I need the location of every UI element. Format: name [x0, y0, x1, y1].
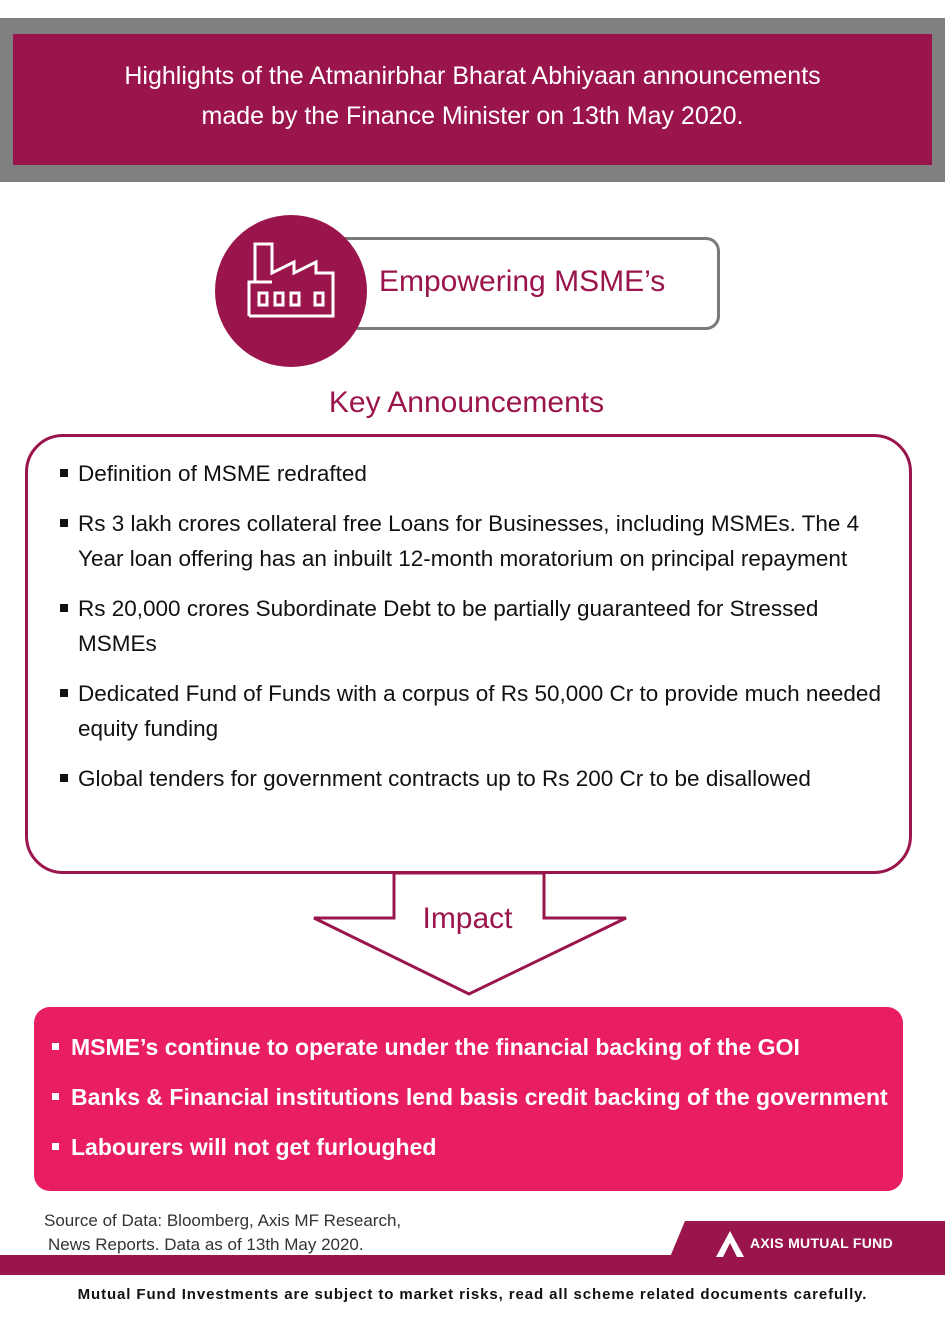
brand-band	[670, 1221, 945, 1257]
footer-stripe	[0, 1255, 945, 1275]
key-announcements-list: Definition of MSME redrafted Rs 3 lakh c…	[60, 456, 890, 811]
brand-name: AXIS MUTUAL FUND	[750, 1235, 893, 1251]
key-announcement-item: Dedicated Fund of Funds with a corpus of…	[60, 676, 890, 746]
source-line-1: Source of Data: Bloomberg, Axis MF Resea…	[44, 1211, 402, 1230]
section-icon-circle	[215, 215, 367, 367]
impact-item: Labourers will not get furloughed	[52, 1127, 902, 1167]
impact-list: MSME’s continue to operate under the fin…	[52, 1027, 902, 1177]
key-announcements-box	[25, 434, 912, 874]
key-announcement-item: Global tenders for government contracts …	[60, 761, 890, 796]
impact-item: MSME’s continue to operate under the fin…	[52, 1027, 902, 1067]
section-title-pill	[300, 237, 720, 330]
axis-logo-icon	[716, 1231, 744, 1257]
header-line-1: Highlights of the Atmanirbhar Bharat Abh…	[124, 62, 821, 90]
source-line-2: News Reports. Data as of 13th May 2020.	[48, 1235, 364, 1254]
header-line-2: made by the Finance Minister on 13th May…	[201, 102, 744, 130]
key-announcement-item: Definition of MSME redrafted	[60, 456, 890, 491]
disclaimer: Mutual Fund Investments are subject to m…	[77, 1286, 868, 1303]
key-announcement-item: Rs 3 lakh crores collateral free Loans f…	[60, 506, 890, 576]
impact-arrow	[313, 873, 627, 996]
factory-icon	[247, 242, 335, 318]
impact-box	[34, 1007, 903, 1191]
impact-title: Impact	[422, 902, 513, 935]
impact-item: Banks & Financial institutions lend basi…	[52, 1077, 902, 1117]
key-announcements-title: Key Announcements	[328, 386, 605, 419]
key-announcement-item: Rs 20,000 crores Subordinate Debt to be …	[60, 591, 890, 661]
source-note: Source of Data: Bloomberg, Axis MF Resea…	[44, 1209, 401, 1257]
header-banner: Highlights of the Atmanirbhar Bharat Abh…	[13, 34, 932, 165]
section-title: Empowering MSME’s	[379, 265, 666, 298]
